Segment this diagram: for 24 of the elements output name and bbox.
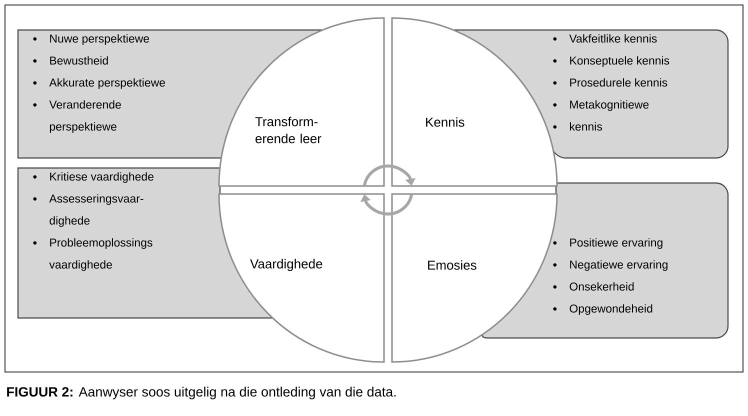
bullet-item: Metakognitiewe — [570, 100, 649, 111]
cycle-arrow — [360, 194, 414, 216]
quadrant-segment: Kennis — [391, 17, 558, 187]
bullet-item: Assesseringsvaar- dighede — [49, 194, 144, 227]
bullet-item: Bewustheid — [50, 56, 108, 65]
caption: FIGUUR 2: Aanwyser soos uitgelig na die ontleding van die data. — [7, 386, 396, 400]
quadrant-segment: Transform- erende leer — [218, 17, 385, 187]
bullet-item: Negatiewe ervaring — [570, 260, 668, 271]
bullet-item: Vakfeitlike kennis — [569, 34, 657, 43]
quadrant-segment: Vaardighede — [218, 193, 385, 363]
bullet-item: Probleemoplossings vaardighede — [49, 238, 152, 271]
bullet-item: Opgewondeheid — [570, 304, 652, 315]
bullet-item: Veranderende perspektiewe — [49, 100, 121, 133]
bullet-item: Onsekerheid — [570, 282, 634, 291]
bullet-item: Positiewe ervaring — [570, 238, 662, 249]
bullet-item: kennis — [570, 122, 602, 131]
quadrant-segment: Emosies — [391, 193, 558, 363]
bullet-item: Akkurate perspektiewe — [49, 78, 165, 89]
text-box — [482, 182, 729, 339]
bullet-item: Konseptuele kennis — [570, 56, 670, 67]
cycle-arrow — [362, 164, 416, 186]
bullet-item: Kritiese vaardighede — [50, 172, 154, 183]
bullet-item: Nuwe perspektiewe — [50, 34, 150, 45]
bullet-item: Prosedurele kennis — [570, 78, 668, 87]
